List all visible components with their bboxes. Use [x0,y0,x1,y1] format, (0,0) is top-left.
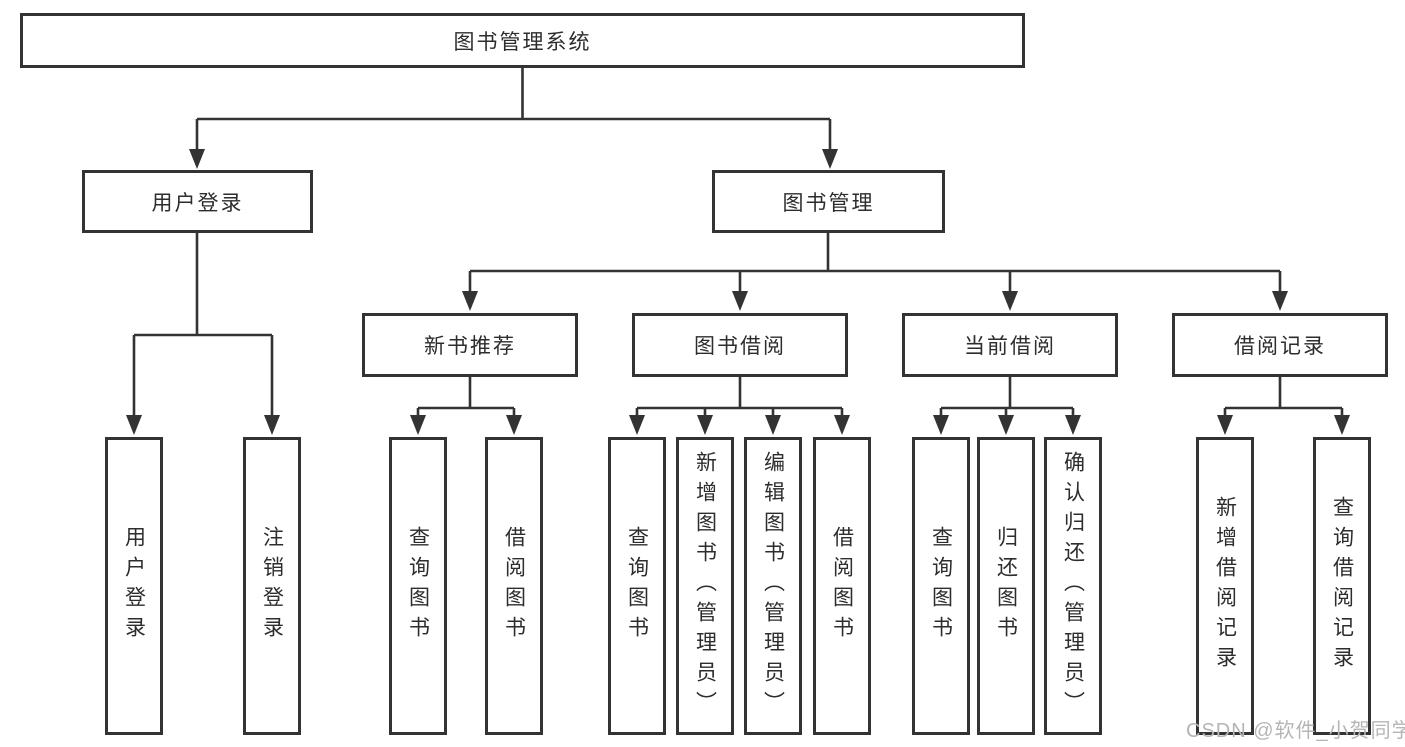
node-borrowing-records-label: 借阅记录 [1234,335,1326,358]
node-book-management: 图书管理 [712,170,945,233]
leaf-query-books-borrowing-label: 查询图书 [625,526,649,646]
node-library-system-label: 图书管理系统 [453,30,592,54]
leaf-logout: 注销登录 [243,437,301,735]
leaf-add-books-admin-label: 新增图书（管理员） [693,451,717,721]
leaf-query-books-recommend-label: 查询图书 [406,526,430,646]
leaf-borrow-books-recommend: 借阅图书 [485,437,543,735]
leaf-query-books-borrowing: 查询图书 [608,437,666,735]
leaf-add-books-admin: 新增图书（管理员） [676,437,734,735]
node-current-borrowing: 当前借阅 [902,313,1118,377]
node-new-book-recommend: 新书推荐 [362,313,578,377]
node-book-management-label: 图书管理 [782,191,875,215]
node-new-book-recommend-label: 新书推荐 [424,335,516,358]
node-library-system: 图书管理系统 [20,13,1025,68]
leaf-return-books: 归还图书 [977,437,1035,735]
leaf-borrow-books-label: 借阅图书 [830,526,854,646]
leaf-confirm-return-admin-label: 确认归还（管理员） [1061,451,1085,721]
watermark: CSDN @软件_小贺同学 [1186,720,1405,742]
leaf-query-books-current-label: 查询图书 [929,526,953,646]
node-current-borrowing-label: 当前借阅 [964,335,1056,358]
leaf-return-books-label: 归还图书 [994,526,1018,646]
node-book-borrowing: 图书借阅 [632,313,848,377]
node-borrowing-records: 借阅记录 [1172,313,1388,377]
leaf-add-borrow-record-label: 新增借阅记录 [1213,496,1237,676]
leaf-borrow-books-recommend-label: 借阅图书 [502,526,526,646]
leaf-logout-label: 注销登录 [260,526,284,646]
leaf-query-borrow-record: 查询借阅记录 [1313,437,1371,735]
node-user-login: 用户登录 [82,170,313,233]
leaf-query-borrow-record-label: 查询借阅记录 [1330,496,1354,676]
leaf-edit-books-admin-label: 编辑图书（管理员） [761,451,785,721]
leaf-add-borrow-record: 新增借阅记录 [1196,437,1254,735]
node-user-login-label: 用户登录 [151,191,244,215]
node-book-borrowing-label: 图书借阅 [694,335,786,358]
leaf-query-books-recommend: 查询图书 [389,437,447,735]
leaf-confirm-return-admin: 确认归还（管理员） [1044,437,1102,735]
leaf-borrow-books: 借阅图书 [813,437,871,735]
leaf-query-books-current: 查询图书 [912,437,970,735]
leaf-user-login-label: 用户登录 [122,526,146,646]
leaf-user-login: 用户登录 [105,437,163,735]
leaf-edit-books-admin: 编辑图书（管理员） [744,437,802,735]
